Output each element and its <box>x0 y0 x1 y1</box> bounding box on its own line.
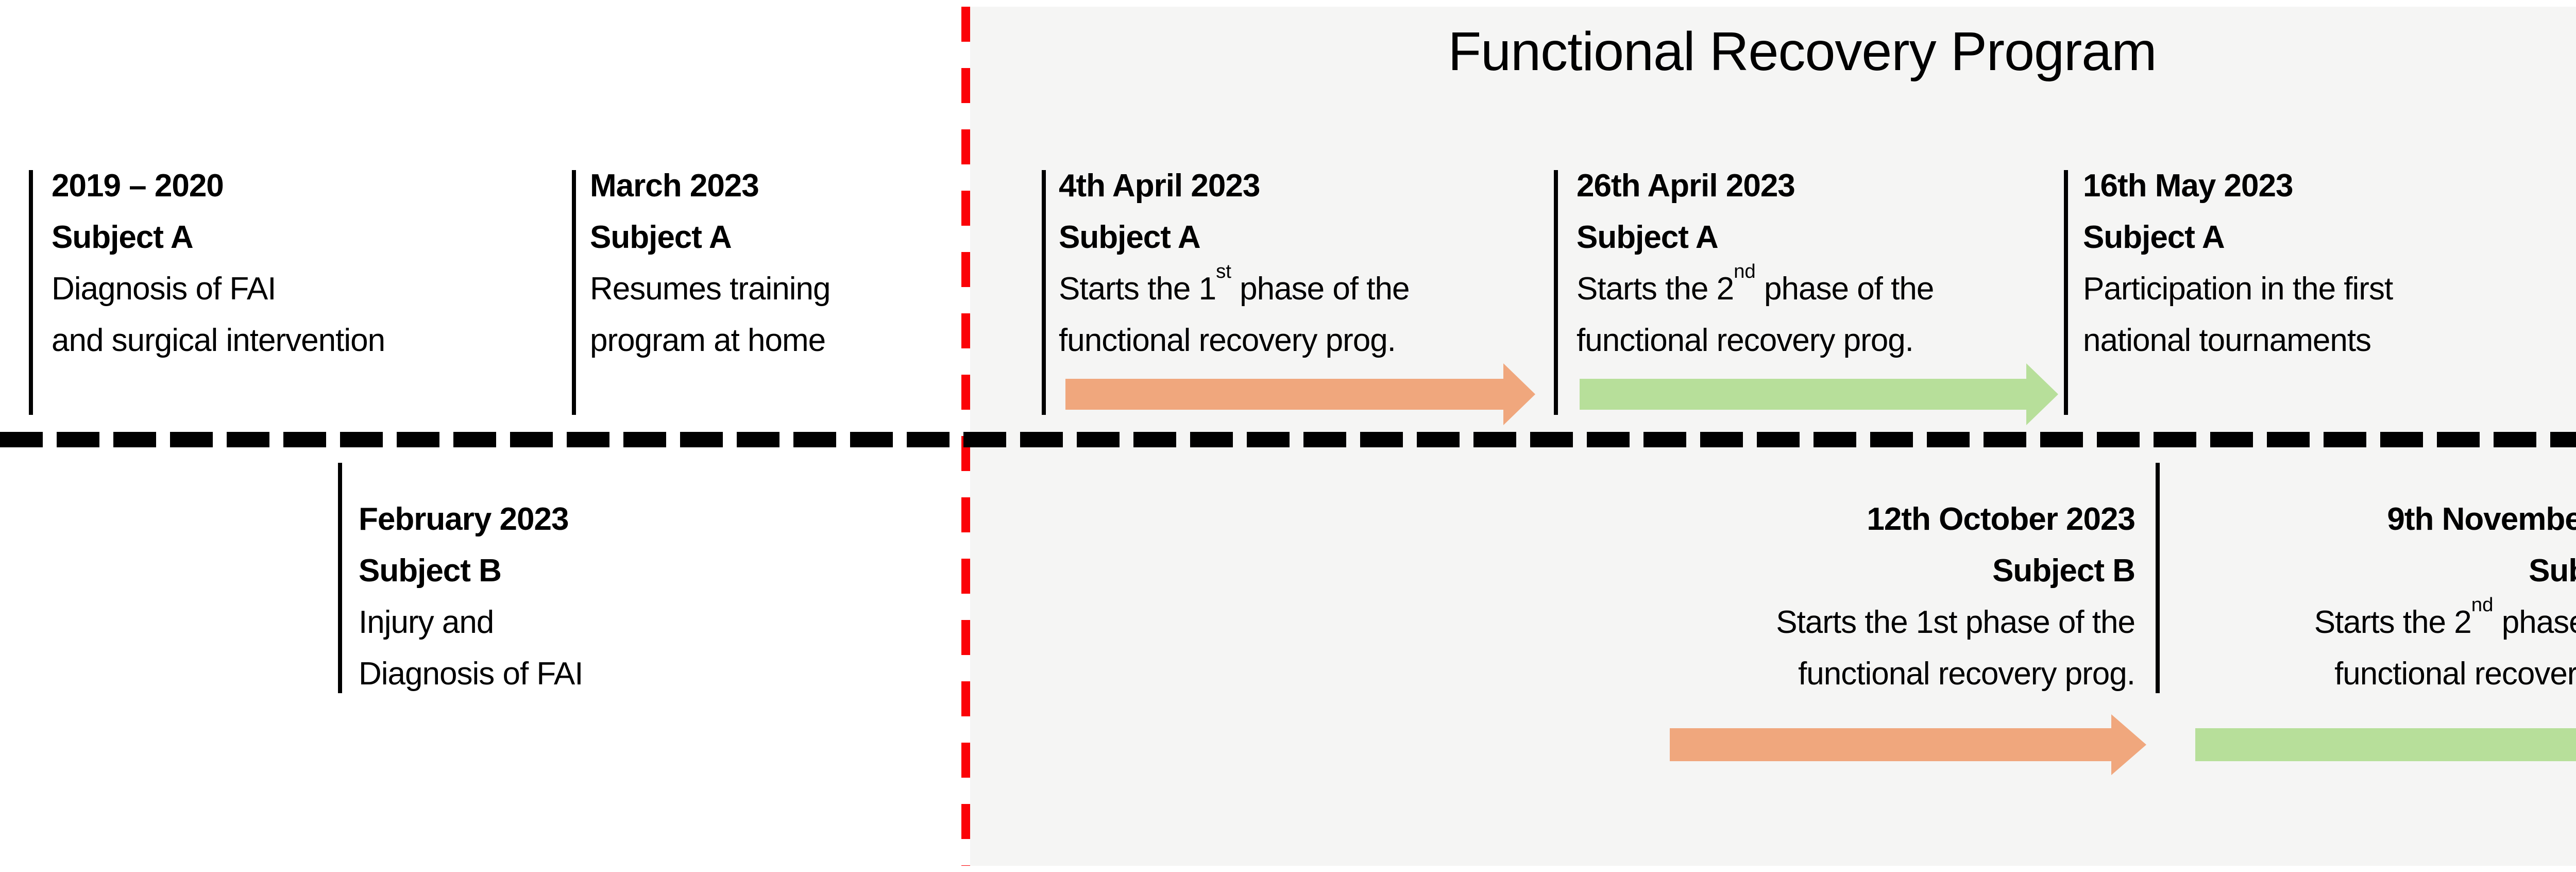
event-date: February 2023 <box>359 501 569 537</box>
event-26th-april-2023-subject-a: 26th April 2023 Subject A Starts the 2nd… <box>1577 160 1934 366</box>
event-description: program at home <box>590 323 826 358</box>
event-16th-may-2023-subject-a: 16th May 2023 Subject A Participation in… <box>2083 160 2393 366</box>
event-description: Diagnosis of FAI <box>359 656 583 692</box>
event-subject: Subject A <box>52 220 194 255</box>
event-date: 2019 – 2020 <box>52 168 224 204</box>
event-description: functional recovery prog. <box>1798 656 2136 692</box>
event-date: 12th October 2023 <box>1867 501 2136 537</box>
event-subject: Subject A <box>1059 220 1201 255</box>
event-description: Injury and <box>359 605 494 640</box>
event-description: Diagnosis of FAI <box>52 271 276 307</box>
event-description: national tournaments <box>2083 323 2371 358</box>
tick-march-2023 <box>572 170 576 415</box>
event-date: 16th May 2023 <box>2083 168 2293 204</box>
event-description: Participation in the first <box>2083 271 2393 307</box>
event-date: 26th April 2023 <box>1577 168 1795 204</box>
event-march-2023-subject-a: March 2023 Subject A Resumes training pr… <box>590 160 831 366</box>
program-title: Functional Recovery Program <box>1448 21 2157 82</box>
event-subject: Subject B <box>2529 553 2576 589</box>
event-description: Starts the 2nd phase of the <box>2314 594 2576 640</box>
event-4th-april-2023-subject-a: 4th April 2023 Subject A Starts the 1st … <box>1059 160 1410 366</box>
tick-february-2023 <box>338 463 342 693</box>
event-description: Starts the 2nd phase of the <box>1577 260 1934 307</box>
event-12th-october-2023-subject-b: 12th October 2023 Subject B Starts the 1… <box>1620 494 2136 700</box>
event-february-2023-subject-b: February 2023 Subject B Injury and Diagn… <box>359 494 583 700</box>
tick-2019-2020 <box>29 170 33 415</box>
event-subject: Subject A <box>590 220 732 255</box>
event-date: 4th April 2023 <box>1059 168 1260 204</box>
tick-12th-october-2023 <box>2156 463 2160 693</box>
event-description: Resumes training <box>590 271 831 307</box>
tick-4th-april-2023 <box>1042 170 1046 415</box>
event-2019-2020-subject-a: 2019 – 2020 Subject A Diagnosis of FAI a… <box>52 160 385 366</box>
event-description: Starts the 1st phase of the <box>1776 605 2136 640</box>
tick-16th-may-2023 <box>2064 170 2068 415</box>
event-description: functional recovery prog. <box>1059 323 1396 358</box>
event-subject: Subject B <box>359 553 502 589</box>
event-subject: Subject A <box>1577 220 1719 255</box>
event-description: Starts the 1st phase of the <box>1059 260 1410 307</box>
event-description: functional recovery prog. <box>2334 656 2576 692</box>
timeline-axis <box>0 432 2576 447</box>
event-subject: Subject B <box>1992 553 2136 589</box>
event-description: functional recovery prog. <box>1577 323 1914 358</box>
event-subject: Subject A <box>2083 220 2225 255</box>
tick-26th-april-2023 <box>1554 170 1558 415</box>
event-date: 9th November 2023 <box>2387 501 2576 537</box>
event-date: March 2023 <box>590 168 759 204</box>
event-9th-november-2023-subject-b: 9th November 2023 Subject B Starts the 2… <box>2156 494 2576 700</box>
event-description: and surgical intervention <box>52 323 385 358</box>
